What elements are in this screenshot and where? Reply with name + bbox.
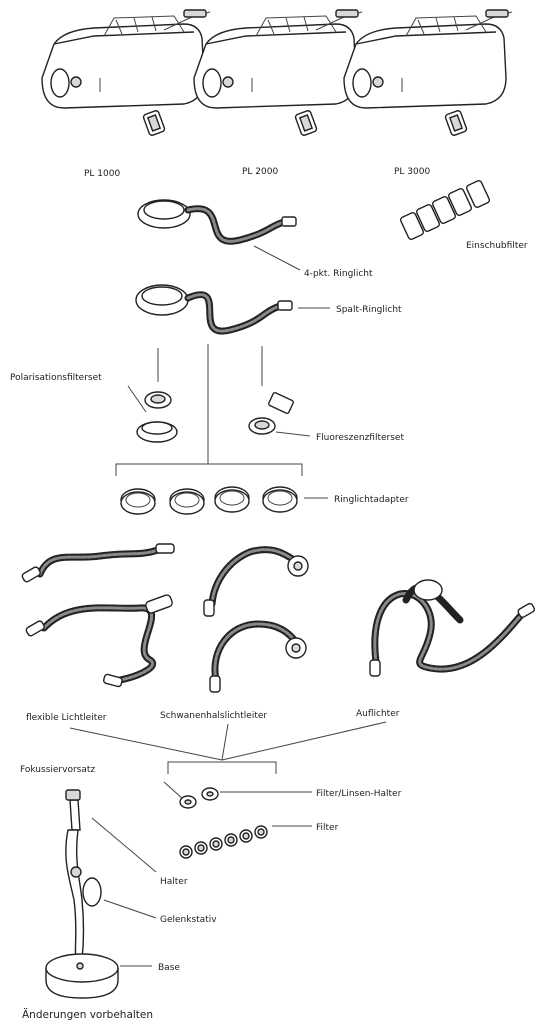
label-halter: Halter xyxy=(160,877,188,887)
articulated-stand xyxy=(66,790,101,960)
label-ringlichtadapter: Ringlichtadapter xyxy=(334,495,409,505)
label-pl1000: PL 1000 xyxy=(84,169,120,179)
label-fluoreszenzfilterset: Fluoreszenzfilterset xyxy=(316,433,404,443)
filter-discs xyxy=(180,826,267,858)
stand-base xyxy=(46,954,118,998)
footer-note: Änderungen vorbehalten xyxy=(22,1008,153,1021)
label-spalt-ringlicht: Spalt-Ringlicht xyxy=(336,305,402,315)
label-flexible-lichtleiter: flexible Lichtleiter xyxy=(26,713,107,723)
label-pl2000: PL 2000 xyxy=(242,167,278,177)
polarisation-filterset xyxy=(137,392,177,442)
gooseneck-light-guides xyxy=(204,550,308,692)
label-pl3000: PL 3000 xyxy=(394,167,430,177)
label-filter: Filter xyxy=(316,823,339,833)
filter-lens-holder xyxy=(202,788,218,800)
pl3000-unit xyxy=(344,10,512,136)
label-schwanenhalslichtleiter: Schwanenhalslichtleiter xyxy=(160,711,267,721)
label-filter-linsen-halter: Filter/Linsen-Halter xyxy=(316,789,402,799)
ring-light-adapters xyxy=(121,487,297,514)
slit-ring-light xyxy=(136,285,292,331)
fluorescence-filterset xyxy=(249,392,294,434)
label-gelenkstativ: Gelenkstativ xyxy=(160,915,217,925)
pl2000-unit xyxy=(194,10,362,136)
ring-light-4pt xyxy=(138,200,296,241)
label-base: Base xyxy=(158,963,180,973)
label-4pkt-ringlicht: 4-pkt. Ringlicht xyxy=(304,269,373,279)
label-polarisationsfilterset: Polarisationsfilterset xyxy=(10,373,102,383)
label-einschubfilter: Einschubfilter xyxy=(466,241,528,251)
label-auflichter: Auflichter xyxy=(356,709,400,719)
flexible-light-guides xyxy=(21,544,174,687)
label-fokussiervorsatz: Fokussiervorsatz xyxy=(20,765,95,775)
pl1000-unit xyxy=(42,10,210,136)
slide-in-filters xyxy=(400,180,491,241)
incident-light xyxy=(370,580,535,676)
focusing-attachment xyxy=(180,796,196,808)
